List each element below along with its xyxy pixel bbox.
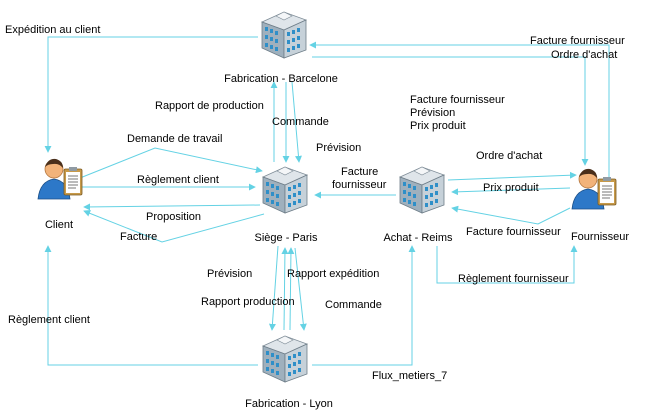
flow-facture-fournisseur-top	[309, 41, 610, 185]
flow-reglement-fournisseur	[436, 245, 578, 284]
label-reglement-client-left: Règlement client	[8, 314, 90, 326]
office-building-icon	[399, 166, 445, 214]
label-prix-produit: Prix produit	[483, 182, 539, 194]
flow-expedition-client	[44, 36, 258, 153]
node-label: Achat - Reims	[383, 232, 453, 244]
node-fournisseur[interactable]: Fournisseur	[571, 168, 629, 243]
label-facture-fournisseur-right: Facture fournisseur	[466, 226, 561, 238]
label-ordre-achat-top: Ordre d'achat	[551, 49, 617, 61]
flow-commande-bottom	[294, 247, 307, 331]
flow-reglement-client-left	[44, 245, 258, 366]
label-expedition-client: Expédition au client	[5, 24, 100, 36]
person-clipboard-icon	[37, 158, 83, 200]
flow-ordre-achat-top	[312, 56, 589, 166]
label-reims-block-3: Prix produit	[410, 120, 466, 132]
flow-prevision-bottom	[268, 245, 279, 331]
flow-labels: Expédition au client Facture fournisseur…	[5, 24, 625, 382]
node-label: Fabrication - Lyon	[245, 398, 333, 410]
node-label: Siège - Paris	[255, 232, 318, 244]
label-rapport-production-bottom: Rapport production	[201, 296, 295, 308]
node-lyon[interactable]: Fabrication - Lyon	[245, 335, 333, 410]
flow-proposition	[83, 203, 261, 211]
label-reglement-client-mid: Règlement client	[137, 174, 219, 186]
node-label: Fournisseur	[571, 231, 629, 243]
node-label: Fabrication - Barcelone	[224, 73, 338, 85]
label-reims-block-2: Prévision	[410, 107, 455, 119]
flow-facture	[83, 210, 265, 243]
node-reims[interactable]: Achat - Reims	[383, 166, 453, 244]
node-paris[interactable]: Siège - Paris	[255, 166, 318, 244]
label-demande-travail: Demande de travail	[127, 133, 222, 145]
label-prevision-top: Prévision	[316, 142, 361, 154]
flow-prevision-top	[291, 81, 302, 163]
flow-prix-produit	[451, 187, 571, 196]
label-facture-fournisseur-mid-2: fournisseur	[332, 179, 387, 191]
label-facture-fournisseur-top: Facture fournisseur	[530, 35, 625, 47]
node-barcelone[interactable]: Fabrication - Barcelone	[224, 11, 338, 85]
label-reglement-fournisseur: Règlement fournisseur	[458, 273, 569, 285]
label-rapport-production-top: Rapport de production	[155, 100, 264, 112]
label-facture-fournisseur-mid-1: Facture	[341, 166, 378, 178]
label-proposition: Proposition	[146, 211, 201, 223]
label-commande-top: Commande	[272, 116, 329, 128]
office-building-icon	[261, 11, 307, 59]
label-flux-metiers: Flux_metiers_7	[372, 370, 447, 382]
node-label: Client	[45, 219, 73, 231]
flow-rapport-production-bottom	[287, 247, 295, 331]
office-building-icon	[262, 335, 308, 383]
flow-facture-fournisseur-right	[451, 205, 571, 225]
flow-demande-travail	[79, 147, 263, 179]
node-client[interactable]: Client	[37, 158, 83, 231]
label-commande-bottom: Commande	[325, 299, 382, 311]
label-ordre-achat-right: Ordre d'achat	[476, 150, 542, 162]
flow-ordre-achat-right	[447, 171, 577, 181]
office-building-icon	[262, 166, 308, 214]
label-reims-block-1: Facture fournisseur	[410, 94, 505, 106]
label-rapport-expedition: Rapport expédition	[287, 268, 379, 280]
flow-connectors	[44, 36, 610, 366]
flow-rapport-expedition	[281, 247, 289, 331]
label-facture: Facture	[120, 231, 157, 243]
flow-lyon-reims	[312, 245, 416, 366]
label-prevision-bottom: Prévision	[207, 268, 252, 280]
